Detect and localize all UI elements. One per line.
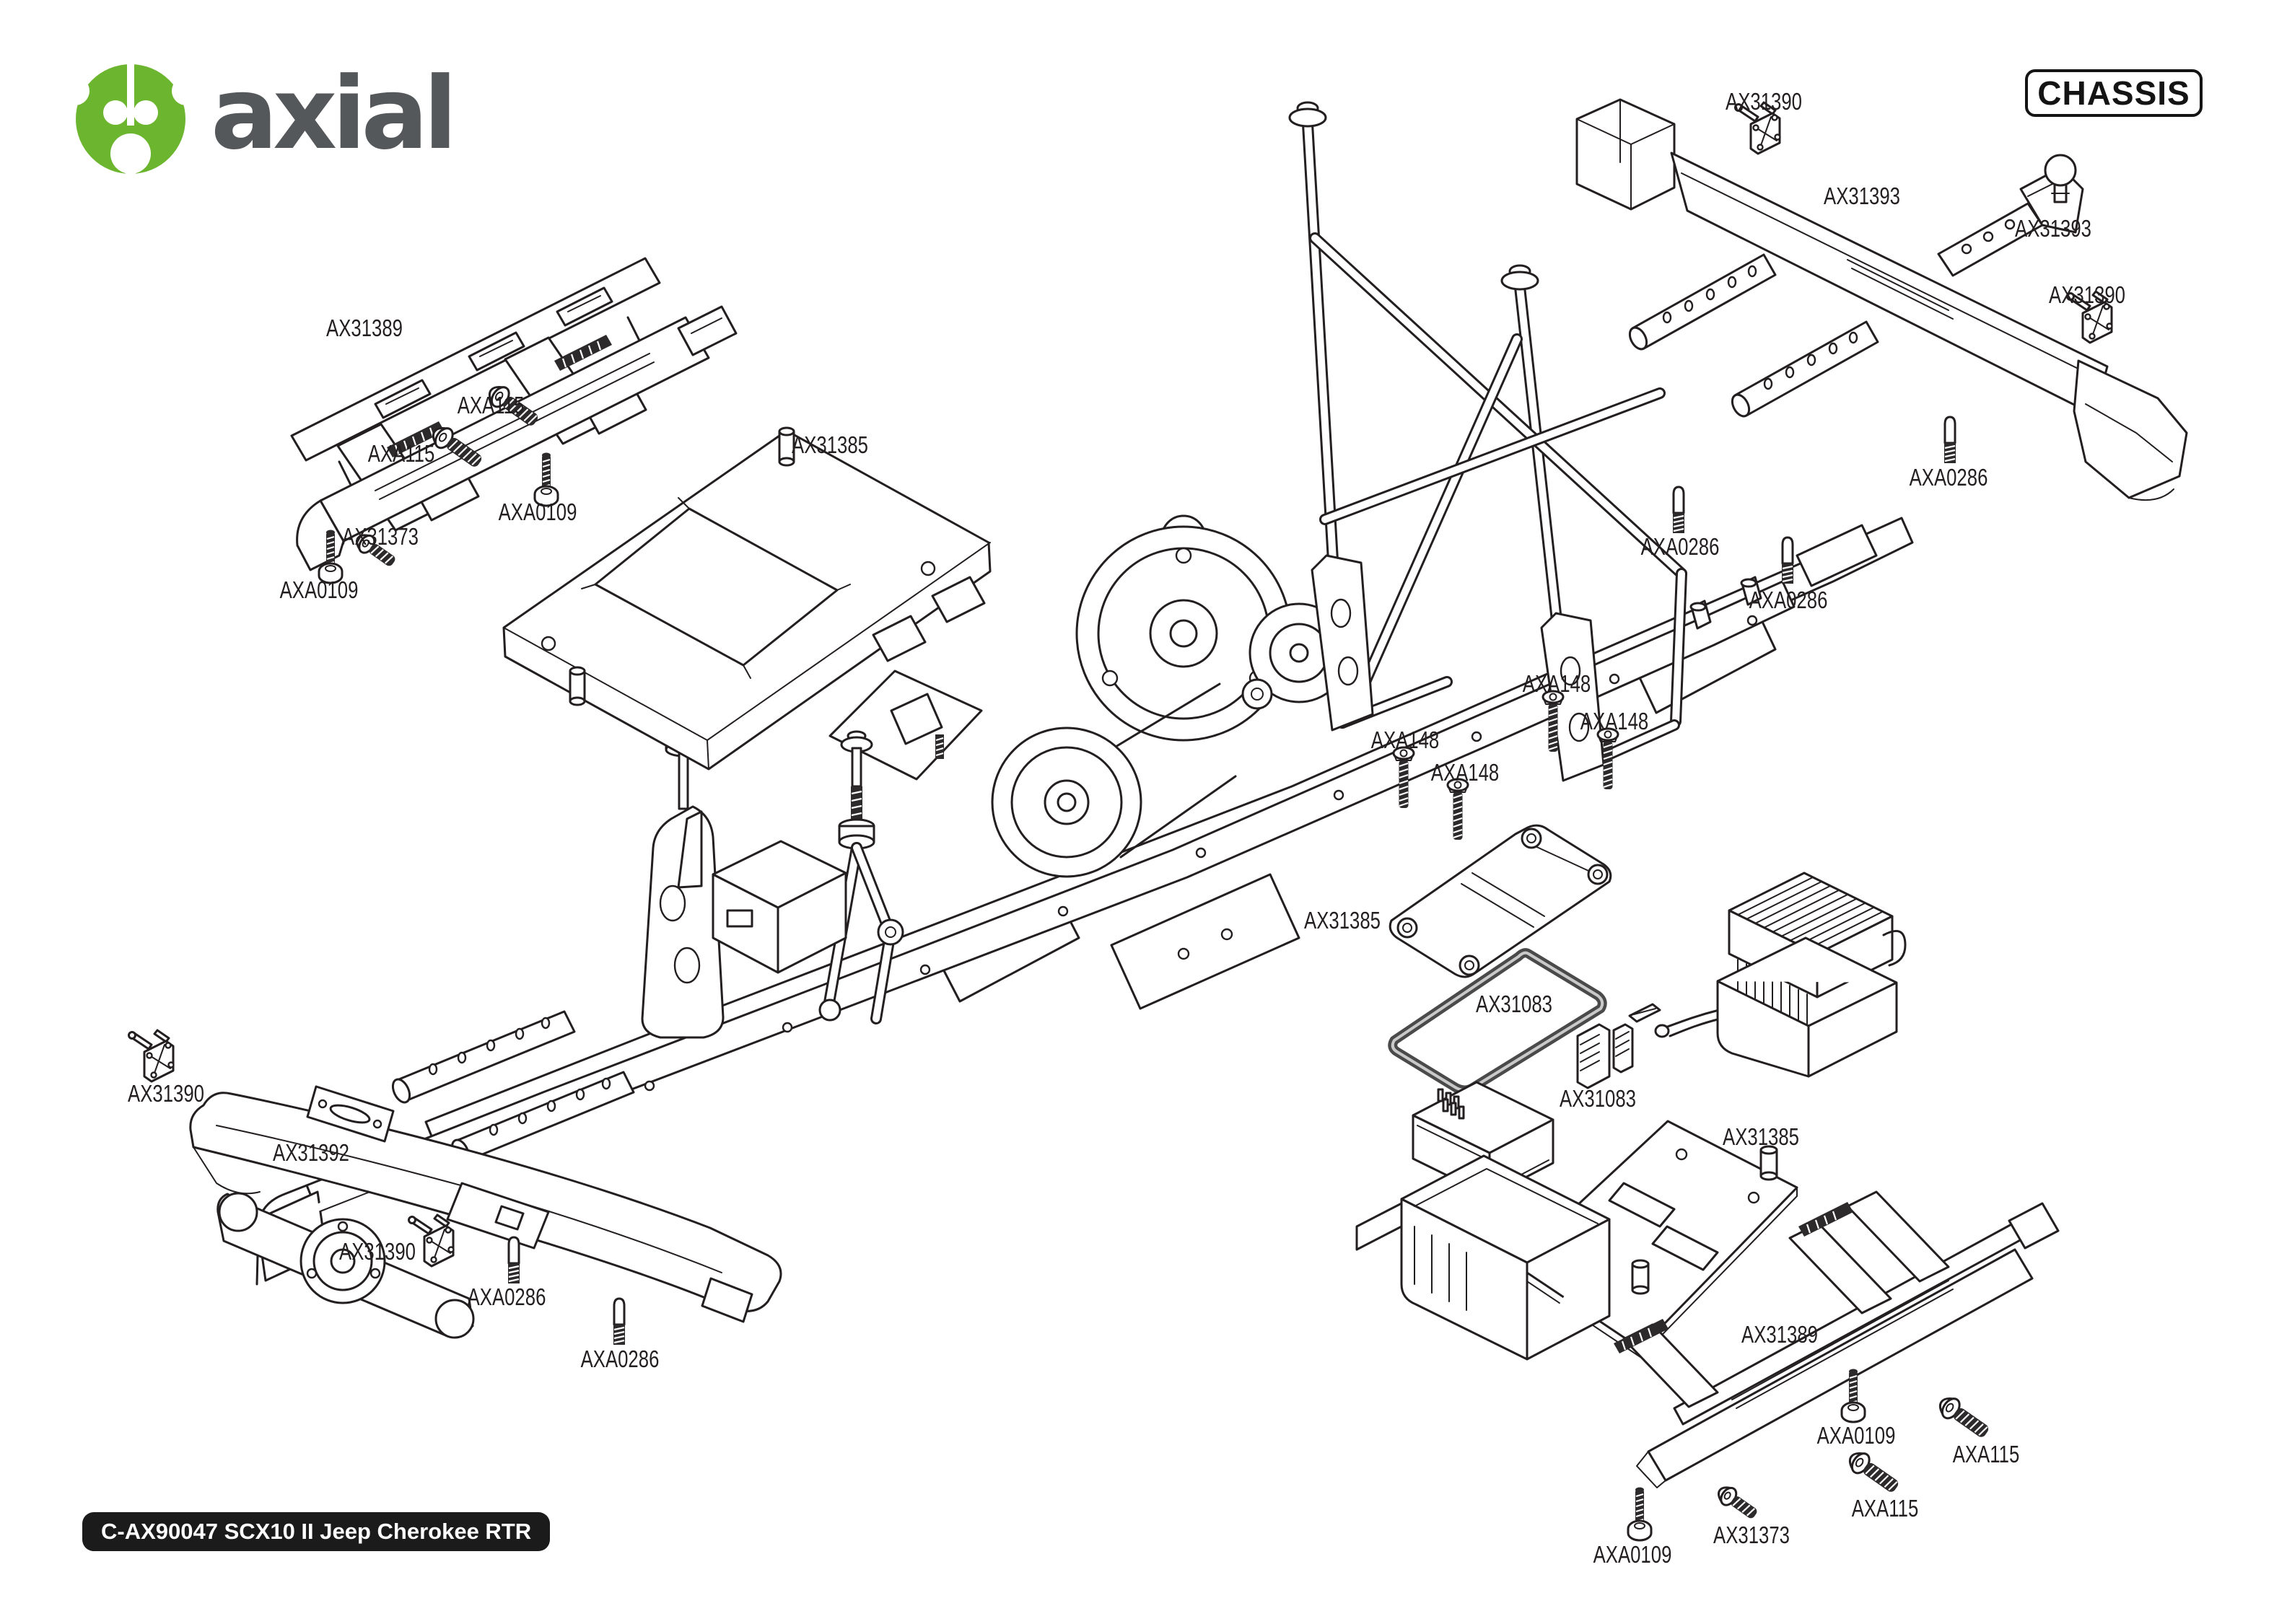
pin-axa0286-icon (1780, 536, 1795, 585)
part-label: AXA115 (367, 440, 435, 467)
part-label: AXA115 (1952, 1441, 2020, 1467)
hitch-drawing (1937, 154, 2084, 277)
part-label: AX31390 (1726, 88, 1802, 115)
sheet-title-badge: CHASSIS (2025, 69, 2203, 117)
part-label: AX31389 (1741, 1321, 1818, 1348)
screw-axa0109-icon (1627, 1486, 1653, 1542)
part-label: AX31389 (326, 315, 403, 341)
chassis-plate-drawing (1389, 824, 1612, 978)
part-label: AX31373 (342, 523, 419, 550)
front-axle-drawing (217, 1125, 559, 1339)
esc-drawing (1654, 872, 1907, 1078)
chassis-electronics-drawing (677, 810, 847, 974)
pin-axa0286-icon (1943, 416, 1957, 465)
part-label: AXA0286 (467, 1283, 546, 1310)
part-label: AXA0286 (1909, 464, 1988, 491)
part-label: AX31390 (128, 1080, 204, 1107)
pin-axa0286-icon (1671, 486, 1686, 535)
gasket-drawing (1388, 948, 1607, 1095)
screw-axa115-icon (1934, 1392, 1994, 1444)
brand-wordmark: axial (211, 56, 458, 172)
part-label: AX31385 (792, 431, 868, 458)
part-label: AX31390 (339, 1238, 416, 1265)
part-label: AXA148 (1430, 759, 1500, 786)
skid-plate-drawing (502, 426, 992, 771)
screw-ax31373-icon (1713, 1481, 1762, 1524)
part-label: AX31393 (1824, 183, 1900, 209)
part-label: AXA115 (1851, 1495, 1919, 1522)
part-label: AX31385 (1304, 907, 1381, 934)
part-label: AXA0109 (279, 576, 359, 603)
part-label: AX31083 (1560, 1085, 1636, 1112)
rear-crossmember-drawing (1575, 98, 2188, 501)
part-label: AXA0286 (1749, 587, 1828, 613)
brand-logo: axial (69, 56, 458, 180)
part-label: AX31392 (273, 1139, 349, 1166)
kit-model-badge: C-AX90047 SCX10 II Jeep Cherokee RTR (82, 1512, 551, 1551)
part-label: AX31385 (1723, 1123, 1799, 1150)
screw-axa0109-icon (533, 452, 559, 507)
rear-slider-left-drawing (290, 257, 738, 571)
part-label: AXA148 (1580, 708, 1649, 734)
part-label: AXA148 (1370, 727, 1440, 753)
part-label: AX31373 (1713, 1522, 1790, 1548)
part-label: AX31393 (2015, 215, 2091, 242)
part-label: AXA0109 (498, 499, 577, 525)
part-label: AXA0109 (1816, 1422, 1896, 1449)
part-label: AX31390 (2049, 281, 2125, 308)
part-label: AXA115 (457, 392, 525, 418)
part-label: AX31083 (1476, 991, 1552, 1017)
part-label: AXA148 (1522, 670, 1591, 697)
part-label: AXA0286 (580, 1346, 660, 1372)
screw-axa115-icon (1844, 1447, 1904, 1498)
roll-cage-drawing (1288, 101, 1687, 782)
axial-emblem-icon (69, 59, 192, 180)
plugs-drawing (1576, 1003, 1661, 1089)
bracket-ax31390-icon (128, 1029, 175, 1083)
pin-axa0286-icon (612, 1297, 626, 1346)
part-label: AXA0109 (1593, 1541, 1672, 1568)
battery-tray-drawing (1355, 1120, 1798, 1361)
screw-axa148-icon (1446, 778, 1469, 841)
front-bumper-drawing (189, 1010, 782, 1323)
pin-axa0286-icon (507, 1236, 521, 1285)
part-label: AXA0286 (1640, 533, 1720, 560)
rock-slider-right-drawing (1614, 1190, 2060, 1488)
